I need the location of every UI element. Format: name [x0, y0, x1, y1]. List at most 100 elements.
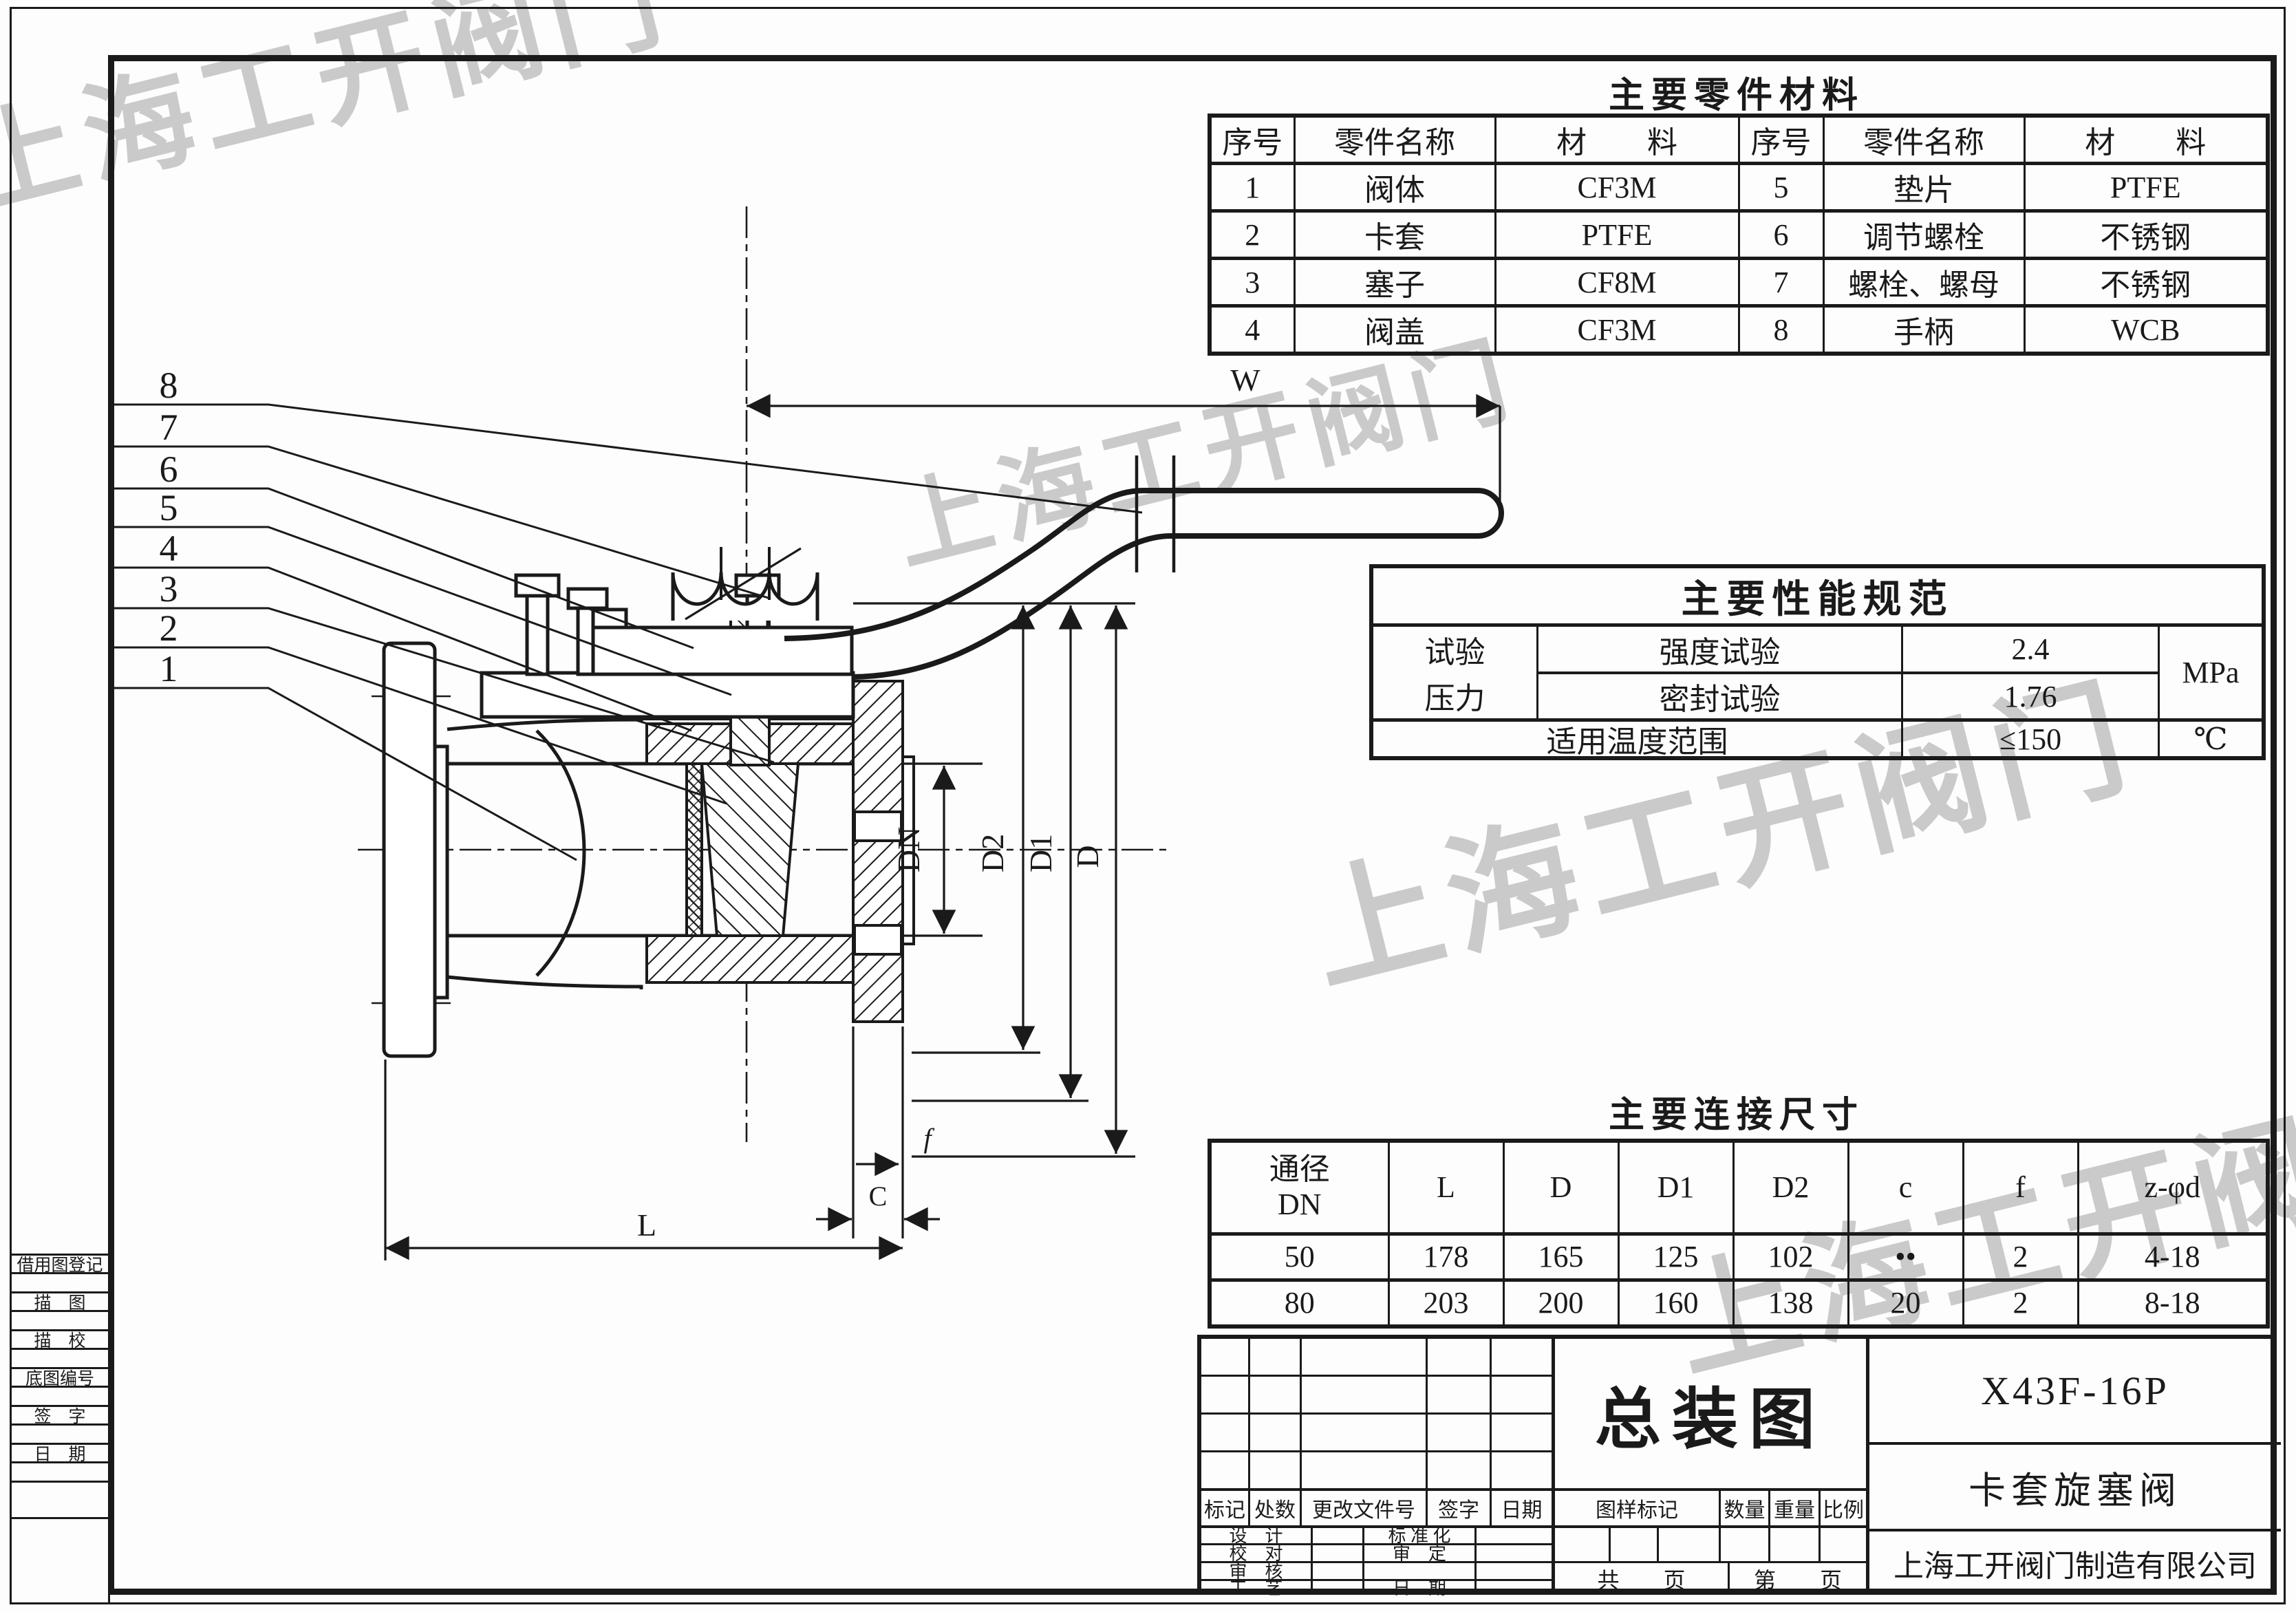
stamp-scale: 比例 [1823, 1499, 1864, 1522]
part-number-2: 2 [160, 608, 178, 649]
bonnet-hardware [480, 547, 855, 719]
body-wall-bottom [645, 934, 855, 984]
left-flange-face [433, 744, 449, 1000]
role-audit: 审 核 [1229, 1561, 1283, 1582]
seal-test-label: 密封试验 [1659, 683, 1781, 716]
body-bulge-curve [535, 729, 586, 977]
left-flange [382, 641, 437, 1058]
part-number-6: 6 [160, 449, 178, 490]
col-header: 材 料 [2023, 114, 2269, 165]
seal-test-value: 1.76 [2004, 679, 2057, 713]
dim-f-label: f [923, 1123, 934, 1154]
col-header: f [1962, 1139, 2079, 1236]
col-header: 零件名称 [1822, 114, 2026, 165]
dim-dn [903, 762, 983, 937]
col-header: z-φd [2077, 1139, 2269, 1236]
drawing-title: 总装图 [1595, 1383, 1826, 1457]
adjust-bolt-head [566, 587, 609, 610]
margin-label-trace-check: 描 校 [10, 1329, 110, 1350]
revision-header-file: 更改文件号 [1312, 1499, 1415, 1522]
company-name: 上海工开阀门制造有限公司 [1893, 1549, 2257, 1583]
col-header: L [1387, 1139, 1505, 1236]
dim-w [747, 394, 1501, 522]
performance-table-title: 主要性能规范 [1681, 578, 1954, 621]
bolt-head [734, 573, 781, 598]
model-code: X43F-16P [1981, 1368, 2169, 1413]
valve-assembly-drawing: W DN D2 D1 D [110, 206, 1504, 1260]
margin-blank [10, 1461, 110, 1483]
part-number-5: 5 [160, 487, 178, 528]
revision-header-count: 处数 [1254, 1499, 1296, 1522]
sleeve-section [685, 762, 703, 937]
revision-header-date: 日期 [1501, 1499, 1543, 1522]
col-header: c [1847, 1139, 1964, 1236]
dim-w-label: W [1230, 363, 1260, 398]
margin-blank [10, 1423, 110, 1445]
handle [784, 488, 1504, 680]
margin-label-borrow: 借用图登记 [10, 1254, 110, 1274]
part-number-1: 1 [160, 648, 178, 689]
role-approve: 审 定 [1392, 1543, 1446, 1564]
margin-label-base-no: 底图编号 [10, 1367, 110, 1388]
margin-blank [10, 1517, 110, 1604]
stamp-weight: 重量 [1774, 1499, 1815, 1522]
sheet-outer-frame [10, 7, 2286, 1604]
plug-section [700, 762, 800, 937]
part-number-8: 8 [160, 365, 178, 406]
role-check: 校 对 [1229, 1543, 1283, 1564]
dim-c-label: C [869, 1181, 888, 1212]
temp-unit: ℃ [2193, 722, 2228, 756]
stamp-header: 图样标记 [1596, 1499, 1678, 1522]
temp-range-label: 适用温度范围 [1546, 725, 1728, 759]
col-header: 序号 [1208, 114, 1296, 165]
flange-bolt-hole [853, 810, 903, 842]
flange-bolt-hole [853, 924, 903, 956]
margin-column: 借用图登记 描 图 描 校 底图编号 签 字 日 期 [10, 1254, 110, 1604]
test-pressure-label-line2: 压力 [1424, 682, 1485, 716]
col-header: D1 [1617, 1139, 1735, 1236]
bolt-shank [525, 591, 550, 676]
handle-ticks [1135, 455, 1176, 572]
revision-header-mark: 标记 [1204, 1499, 1245, 1522]
materials-table-title: 主要零件材料 [1608, 76, 1865, 116]
stamp-quantity: 数量 [1724, 1499, 1766, 1522]
raised-face [901, 755, 915, 945]
pressure-unit: MPa [2182, 656, 2240, 689]
bolt-head [514, 573, 561, 598]
margin-label-date: 日 期 [10, 1443, 110, 1463]
temp-range-value: ≤150 [1999, 722, 2062, 756]
part-number-4: 4 [160, 528, 178, 569]
materials-header-row: 序号 零件名称 材 料 序号 零件名称 材 料 [1208, 114, 2269, 165]
title-block: 标记 处数 更改文件号 签字 日期 设 计 标 准 化 校 对 审 定 审 核 … [1197, 1335, 2281, 1598]
sheet-inner-frame [108, 55, 2277, 1595]
margin-blank [10, 1272, 110, 1293]
col-header: D [1502, 1139, 1620, 1236]
dim-d-label: D [1070, 845, 1105, 868]
test-pressure-label-line1: 试验 [1424, 636, 1485, 669]
part-number-7: 7 [160, 407, 178, 448]
right-flange-section [852, 680, 904, 1023]
col-header: 零件名称 [1293, 114, 1496, 165]
role-process: 工 艺 [1229, 1578, 1283, 1598]
dim-diameters [853, 602, 1135, 1158]
margin-blank [10, 1348, 110, 1369]
pages-number: 第 页 [1753, 1568, 1842, 1593]
dim-l-label: L [637, 1207, 656, 1243]
strength-test-label: 强度试验 [1659, 635, 1781, 669]
margin-label-trace: 描 图 [10, 1291, 110, 1312]
strength-test-value: 2.4 [2011, 632, 2050, 666]
role-standardize: 标 准 化 [1388, 1525, 1451, 1546]
col-header: 材 料 [1494, 114, 1740, 165]
part-number-3: 3 [160, 568, 178, 610]
dim-c-f-l [384, 1027, 940, 1260]
